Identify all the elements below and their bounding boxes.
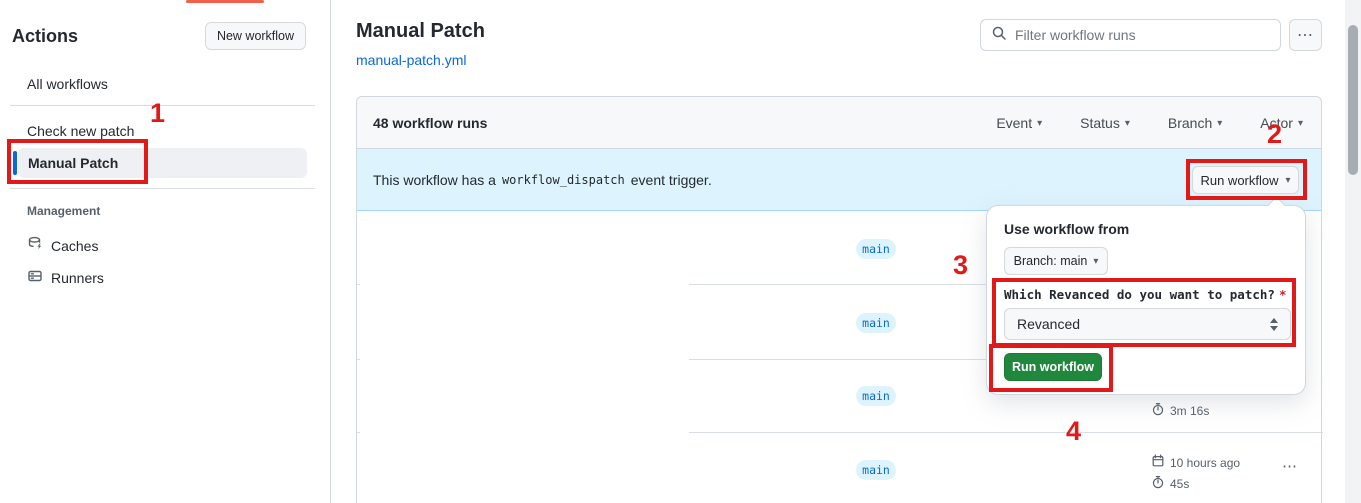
row-divider bbox=[689, 284, 987, 285]
run-kebab-button[interactable]: ⋯ bbox=[1282, 458, 1298, 475]
scrollbar-thumb[interactable] bbox=[1348, 25, 1358, 175]
select-arrows-icon bbox=[1270, 317, 1278, 331]
row-divider bbox=[357, 284, 360, 285]
chevron-down-icon: ▾ bbox=[1124, 117, 1130, 129]
row-divider bbox=[689, 432, 1323, 433]
caches-icon bbox=[27, 236, 43, 255]
row-divider bbox=[357, 432, 360, 433]
workflow-dispatch-banner: This workflow has a workflow_dispatch ev… bbox=[357, 149, 1321, 211]
run-date: 10 hours ago bbox=[1151, 454, 1240, 471]
workflow-file-link[interactable]: manual-patch.yml bbox=[356, 52, 467, 68]
sidebar-item-all-workflows[interactable]: All workflows bbox=[27, 76, 108, 92]
filter-actor[interactable]: Actor ▾ bbox=[1260, 115, 1303, 131]
required-marker: * bbox=[1278, 287, 1287, 302]
filter-event[interactable]: Event ▾ bbox=[996, 115, 1043, 131]
workflow-input-label: Which Revanced do you want to patch?* bbox=[1004, 287, 1287, 302]
filter-branch[interactable]: Branch ▾ bbox=[1167, 115, 1223, 131]
chevron-down-icon: ▾ bbox=[1037, 117, 1043, 129]
sidebar-item-caches[interactable]: Caches bbox=[27, 236, 98, 255]
selected-accent-bar bbox=[13, 151, 17, 175]
workflow-dispatch-code: workflow_dispatch bbox=[501, 172, 625, 187]
header-kebab-button[interactable]: ⋯ bbox=[1289, 19, 1322, 51]
branch-badge[interactable]: main bbox=[856, 460, 896, 480]
row-divider bbox=[689, 359, 987, 360]
runs-header: 48 workflow runs Event ▾ Status ▾ Branch… bbox=[357, 97, 1321, 149]
sidebar-item-check-new-patch[interactable]: Check new patch bbox=[27, 123, 135, 139]
filter-runs-search[interactable] bbox=[980, 19, 1281, 51]
run-workflow-popup: Use workflow from Branch: main ▾ Which R… bbox=[986, 205, 1306, 395]
new-workflow-button[interactable]: New workflow bbox=[205, 22, 306, 50]
chevron-down-icon: ▾ bbox=[1217, 117, 1223, 129]
chevron-down-icon: ▾ bbox=[1297, 117, 1303, 129]
calendar-icon bbox=[1151, 454, 1165, 471]
page-title: Manual Patch bbox=[356, 20, 485, 42]
run-duration: 3m 16s bbox=[1151, 402, 1209, 419]
branch-selector-button[interactable]: Branch: main ▾ bbox=[1004, 247, 1108, 275]
sidebar-item-manual-patch-label: Manual Patch bbox=[28, 155, 119, 171]
sidebar-divider bbox=[10, 105, 315, 106]
stopwatch-icon bbox=[1151, 402, 1165, 419]
revanced-select[interactable]: Revanced bbox=[1004, 308, 1291, 340]
chevron-down-icon: ▾ bbox=[1093, 255, 1099, 267]
run-workflow-dropdown-button[interactable]: Run workflow ▾ bbox=[1192, 166, 1299, 194]
chevron-down-icon: ▾ bbox=[1285, 174, 1291, 186]
workflow-runs-panel: 48 workflow runs Event ▾ Status ▾ Branch… bbox=[356, 96, 1323, 503]
search-icon bbox=[991, 25, 1007, 46]
filter-status[interactable]: Status ▾ bbox=[1080, 115, 1130, 131]
sidebar-item-runners[interactable]: Runners bbox=[27, 268, 104, 287]
runs-count-label: 48 workflow runs bbox=[373, 114, 488, 131]
runs-filters: Event ▾ Status ▾ Branch ▾ Actor ▾ bbox=[996, 97, 1303, 149]
management-section-label: Management bbox=[27, 204, 101, 218]
stopwatch-icon bbox=[1151, 475, 1165, 492]
sidebar-item-manual-patch[interactable] bbox=[18, 148, 307, 178]
branch-badge[interactable]: main bbox=[856, 386, 896, 406]
branch-badge[interactable]: main bbox=[856, 239, 896, 259]
branch-badge[interactable]: main bbox=[856, 313, 896, 333]
actions-sidebar: Actions New workflow All workflows Check… bbox=[0, 0, 331, 503]
sidebar-item-runners-label: Runners bbox=[51, 269, 104, 286]
search-input[interactable] bbox=[1015, 27, 1270, 43]
sidebar-item-caches-label: Caches bbox=[51, 237, 99, 254]
popup-heading: Use workflow from bbox=[1004, 221, 1130, 237]
sidebar-divider bbox=[10, 188, 315, 189]
run-workflow-submit-button[interactable]: Run workflow bbox=[1004, 353, 1102, 381]
run-duration: 45s bbox=[1151, 475, 1189, 492]
banner-text: This workflow has a workflow_dispatch ev… bbox=[373, 171, 712, 188]
sidebar-title: Actions bbox=[12, 26, 79, 46]
runners-icon bbox=[27, 268, 43, 287]
cropped-annotation-bar bbox=[186, 0, 264, 3]
row-divider bbox=[357, 359, 360, 360]
